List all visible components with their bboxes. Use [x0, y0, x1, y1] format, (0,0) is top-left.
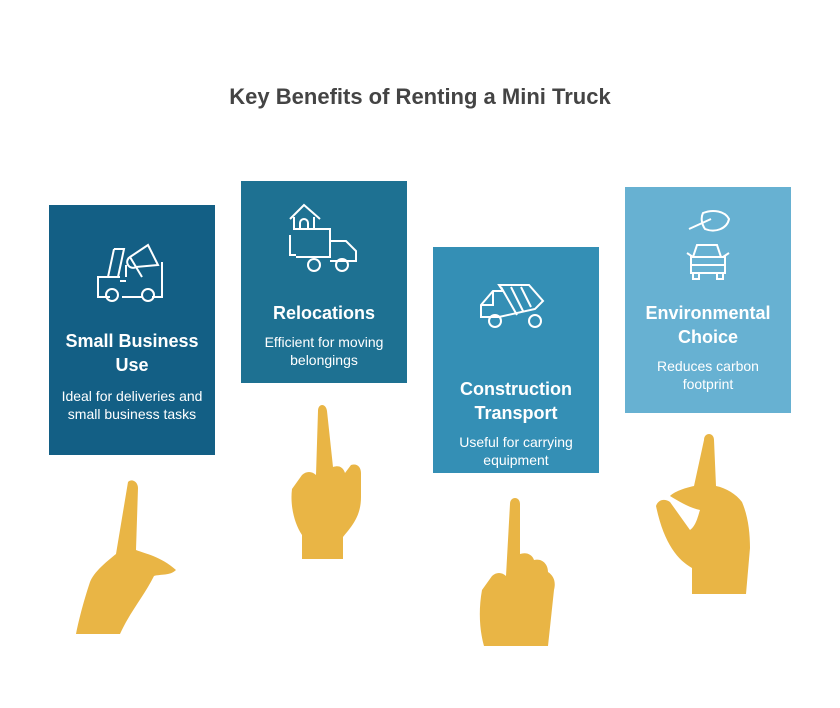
card-description: Useful for carrying equipment	[459, 434, 573, 468]
dump-truck-icon	[480, 284, 545, 328]
card-description: Ideal for deliveries and small business …	[61, 388, 203, 422]
page-title: Key Benefits of Renting a Mini Truck	[229, 84, 611, 109]
card-heading: Construction Transport	[460, 379, 572, 423]
house-truck-icon	[289, 203, 357, 272]
leaf-car-icon	[686, 210, 731, 280]
card-heading: Small Business Use	[65, 331, 199, 375]
card-heading: Relocations	[272, 303, 376, 323]
card-relocations: Relocations Efficient for moving belongi…	[241, 181, 407, 383]
pointing-hand-icon	[656, 434, 750, 594]
card-small-business: Small Business Use Ideal for deliveries …	[49, 205, 215, 455]
card-heading: Environmental Choice	[645, 303, 771, 347]
pointing-hand-icon	[76, 480, 176, 634]
truck-megaphone-icon	[97, 243, 163, 302]
card-environmental: Environmental Choice Reduces carbon foot…	[625, 187, 791, 413]
pointing-hand-icon	[479, 498, 555, 646]
card-description: Efficient for moving belongings	[264, 334, 384, 368]
card-construction: Construction Transport Useful for carryi…	[433, 247, 599, 473]
pointing-hand-icon	[291, 405, 361, 559]
card-description: Reduces carbon footprint	[657, 358, 759, 392]
